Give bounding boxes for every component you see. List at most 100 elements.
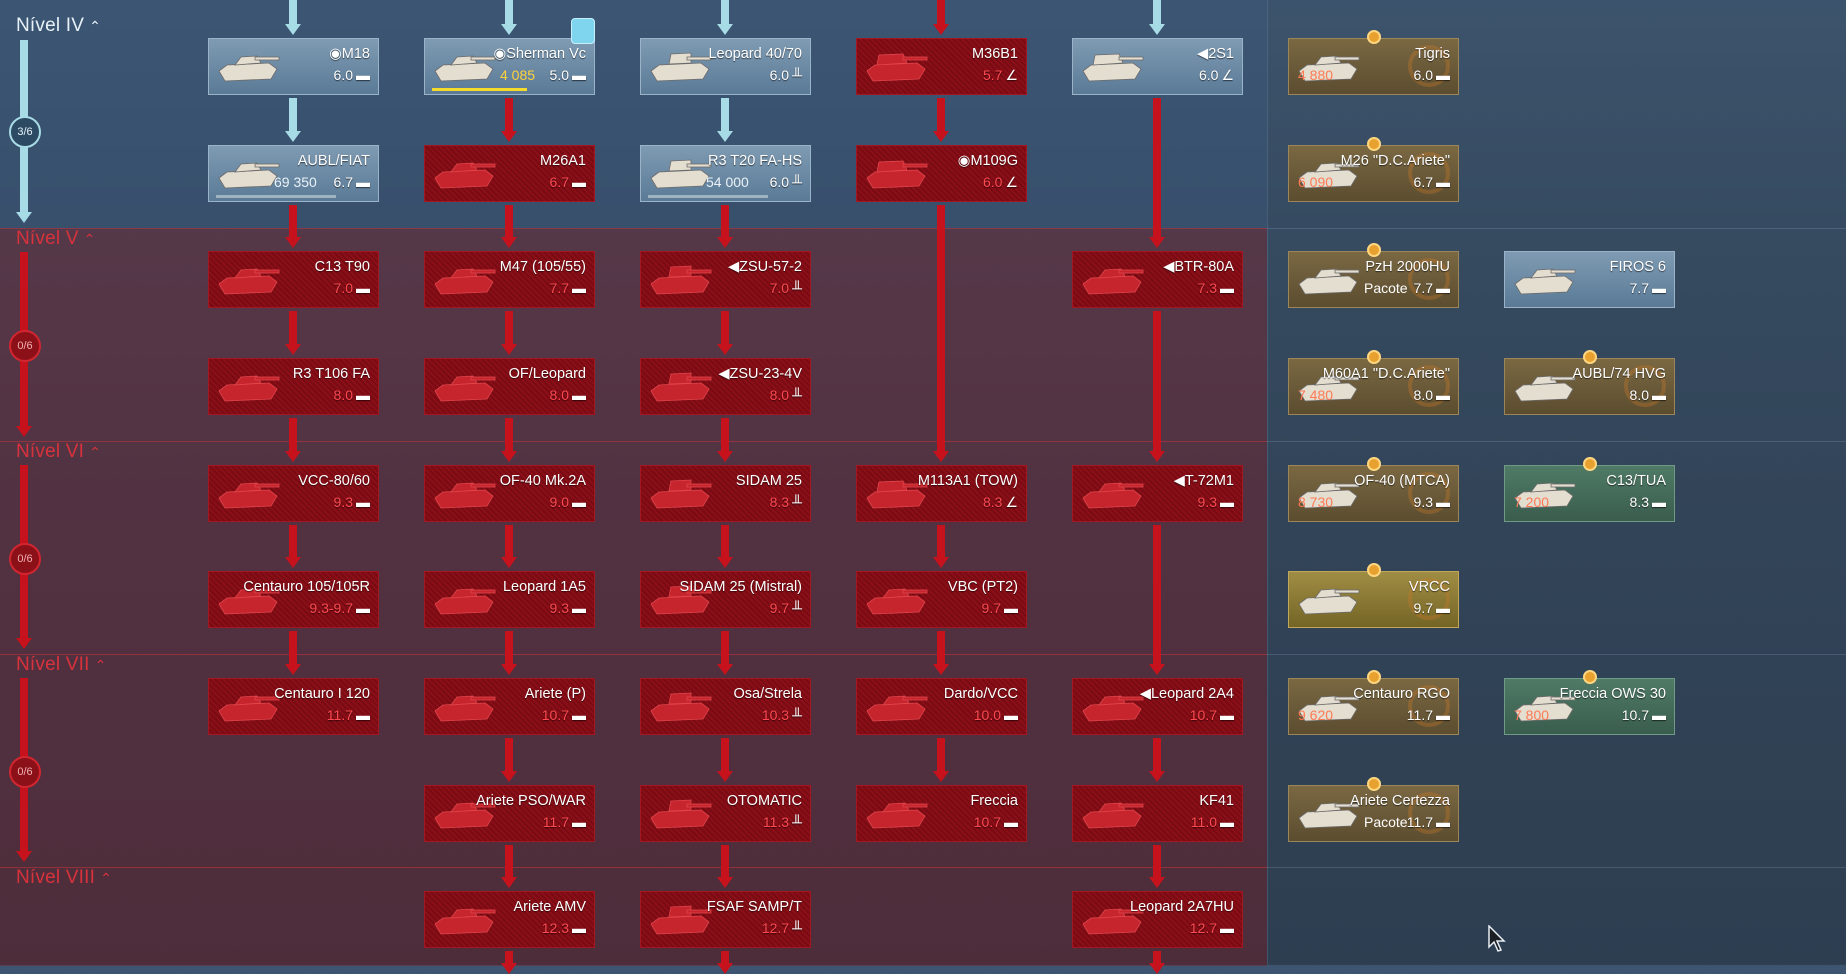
vehicle-card-m113a1-tow[interactable]: M113A1 (TOW)8.3∠ [856, 465, 1027, 522]
vehicle-name: Centauro 105/105R [243, 579, 370, 595]
rank-v-progress-badge: 0/6 [9, 330, 41, 362]
vehicle-name: R3 T20 FA-HS [707, 153, 802, 169]
spaa-class-icon: ╨ [792, 494, 802, 510]
vehicle-image [645, 365, 715, 407]
vehicle-image [1077, 45, 1147, 87]
arrow-down-icon [285, 344, 301, 355]
arrow-down-icon [717, 557, 733, 568]
vehicle-image [1077, 898, 1147, 940]
rank-v-label[interactable]: Nível V⌃ [16, 228, 96, 249]
arrow-down-icon [16, 638, 32, 649]
rank-iv-band [0, 0, 1267, 228]
vehicle-image [429, 258, 499, 300]
vehicle-image [1293, 365, 1363, 407]
arrow-down-icon [933, 24, 949, 35]
mouse-cursor-icon [1488, 924, 1508, 958]
connector-line [937, 205, 945, 453]
tank-class-icon: ▬ [1436, 600, 1450, 616]
vehicle-image [1077, 258, 1147, 300]
event-marker-icon [1367, 350, 1381, 364]
vehicle-image [861, 45, 931, 87]
rank-viii-label[interactable]: Nível VIII⌃ [16, 867, 113, 888]
battle-rating: 6.7▬ [1413, 174, 1450, 190]
tank-class-icon: ▬ [356, 174, 370, 190]
connector-line [505, 631, 513, 666]
vehicle-image [429, 898, 499, 940]
vehicle-name: VRCC [1408, 579, 1450, 595]
vehicle-image [429, 792, 499, 834]
battle-rating: 7.3▬ [1197, 280, 1234, 296]
tank-class-icon: ▬ [1220, 707, 1234, 723]
battle-rating: 9.0▬ [549, 494, 586, 510]
rank-vii-label[interactable]: Nível VII⌃ [16, 654, 107, 675]
vehicle-image [1509, 472, 1579, 514]
vehicle-card-sidam-25-mistral[interactable]: SIDAM 25 (Mistral)9.7╨ [640, 571, 811, 628]
vehicle-card-vbc-pt2[interactable]: VBC (PT2)9.7▬ [856, 571, 1027, 628]
arrow-down-icon [501, 557, 517, 568]
pack-label: Pacote [1364, 280, 1408, 296]
lightbulb-icon[interactable] [571, 18, 595, 44]
connector-line [505, 205, 513, 239]
battle-rating: 9.3▬ [1197, 494, 1234, 510]
vehicle-name: Tigris [1415, 46, 1450, 62]
battle-rating: 6.7▬ [549, 174, 586, 190]
event-marker-icon [1583, 670, 1597, 684]
arrow-down-icon [16, 851, 32, 862]
rank-iv-label[interactable]: Nível IV⌃ [16, 15, 102, 36]
nation-origin-icon: ◀ [727, 259, 740, 275]
tank-class-icon: ▬ [1436, 280, 1450, 296]
chevron-up-icon: ⌃ [89, 444, 102, 460]
vehicle-card-ariete-p[interactable]: Ariete (P)10.7▬ [424, 678, 595, 735]
battle-rating: 8.0▬ [549, 387, 586, 403]
vehicle-card-m47-105-55[interactable]: M47 (105/55)7.7▬ [424, 251, 595, 308]
arrow-down-icon [933, 131, 949, 142]
vehicle-name: M47 (105/55) [499, 259, 586, 275]
reserve-marker-icon: ◉ [329, 46, 342, 62]
rank-vi-label[interactable]: Nível VI⌃ [16, 441, 102, 462]
